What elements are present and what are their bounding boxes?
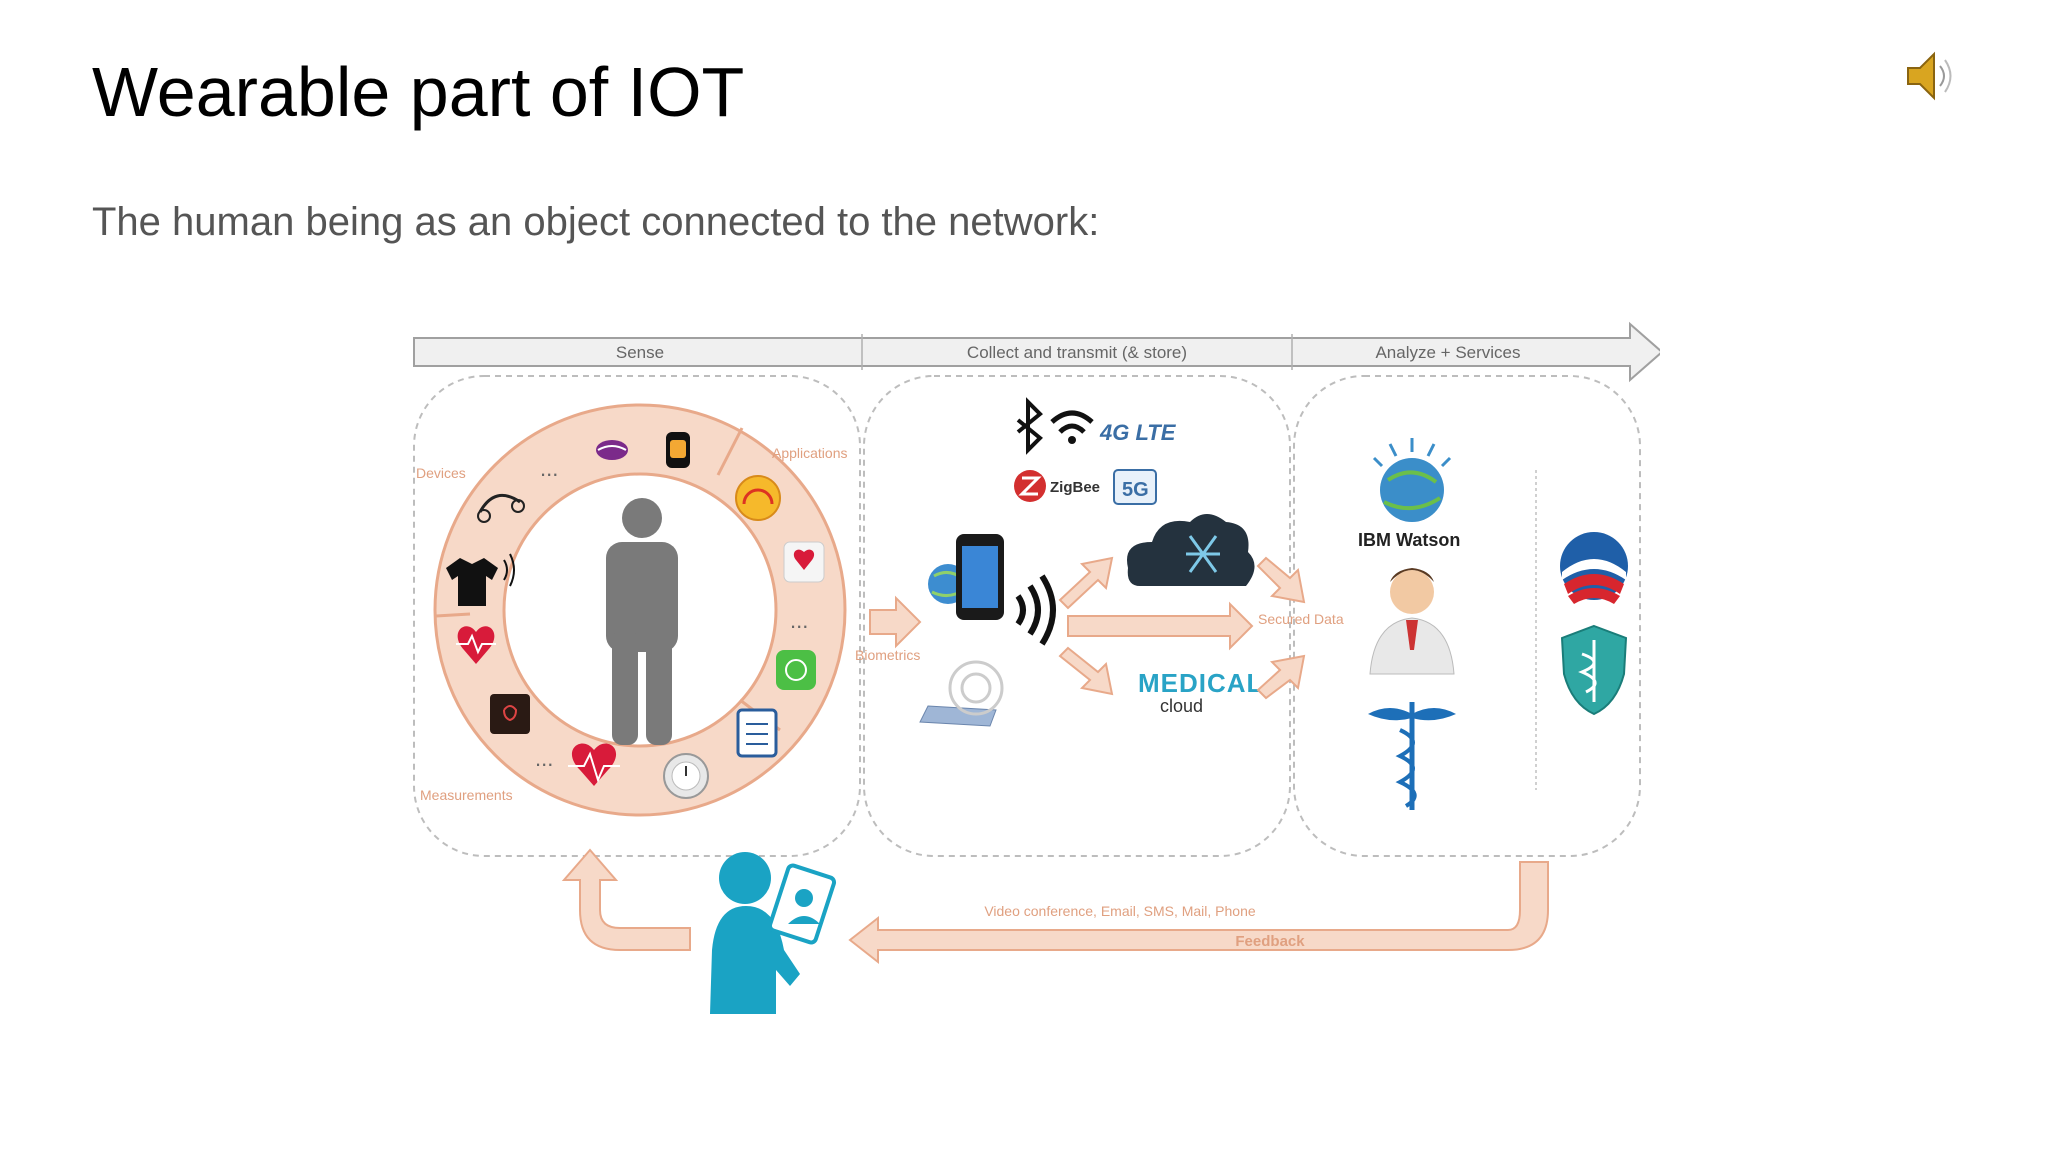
ellipsis-devices: ...: [540, 456, 558, 481]
ellipsis-apps: ...: [790, 608, 808, 633]
header-arrow-bar: Sense Collect and transmit (& store) Ana…: [413, 321, 1660, 383]
cloud-icon: [1127, 514, 1255, 586]
sense-panel: [413, 375, 861, 857]
speaker-icon[interactable]: [1900, 44, 1964, 108]
smartphone-icon: [956, 534, 1004, 620]
checklist-icon: [736, 708, 778, 758]
secured-data-label: Secured Data: [1258, 611, 1344, 627]
headphones-icon: [477, 493, 525, 523]
watson-label: IBM Watson: [1358, 530, 1460, 550]
caduceus-icon: [1368, 702, 1456, 810]
collect-panel: [863, 375, 1291, 857]
lips-icon: [596, 440, 628, 460]
slide-subtitle: The human being as an object connected t…: [92, 200, 1100, 244]
human-figure-icon: [606, 498, 678, 745]
tshirt-icon: [446, 553, 515, 606]
gauge-icon: [735, 475, 781, 521]
applications-label: Applications: [772, 445, 848, 461]
feedback-label: Feedback: [1235, 933, 1305, 950]
patient-tablet-icon: [710, 852, 837, 1014]
medical-label: MEDICAL: [1138, 668, 1263, 698]
arrow-center: [1067, 601, 1254, 651]
heartbeat-icon: [568, 743, 620, 786]
slide-title: Wearable part of IOT: [92, 53, 745, 131]
stopwatch-icon: [663, 753, 709, 799]
biometrics-label: Biometrics: [855, 647, 920, 663]
header-sense-label: Sense: [616, 343, 664, 362]
feedback-arrow: [848, 861, 1549, 965]
return-to-sense-arrow: [561, 848, 691, 951]
heart-app-icon: [783, 541, 825, 583]
arrow-to-cloud: [1058, 556, 1114, 610]
fiveg-badge: [1113, 469, 1157, 505]
arrow-to-analyze-top: [1256, 556, 1306, 604]
health-app-icon: [776, 650, 816, 690]
scale-icon: [490, 694, 530, 734]
bluetooth-icon: [1016, 397, 1043, 455]
arrow-to-analyze-bottom: [1256, 654, 1306, 700]
router-icon: [919, 660, 1004, 727]
feedback-channels-label: Video conference, Email, SMS, Mail, Phon…: [984, 903, 1256, 919]
ellipsis-measure: ...: [535, 746, 553, 771]
devices-label: Devices: [416, 465, 466, 481]
arrow-to-medical: [1058, 646, 1114, 696]
doctor-icon: [1369, 568, 1455, 675]
analyze-panel: [1293, 375, 1641, 857]
zigbee-label: ZigBee: [1050, 479, 1100, 496]
obama-logo-icon: [1560, 532, 1628, 604]
medical-cloud-label: cloud: [1160, 696, 1203, 716]
watson-globe-icon: [1372, 438, 1452, 522]
wifi-icon: [1050, 410, 1094, 444]
measurements-label: Measurements: [420, 787, 513, 803]
header-collect-label: Collect and transmit (& store): [967, 343, 1187, 362]
shield-icon: [1560, 624, 1628, 716]
iot-diagram: Sense Collect and transmit (& store) Ana…: [413, 321, 1660, 1014]
arrow-biometrics: [869, 595, 922, 649]
header-analyze-label: Analyze + Services: [1375, 343, 1520, 362]
signal-waves-icon: [1015, 574, 1056, 646]
zigbee-icon: [1014, 470, 1046, 502]
fiveg-label: 5G: [1122, 479, 1149, 501]
heart-monitor-icon: [456, 626, 496, 664]
lte-label: 4G LTE: [1099, 420, 1177, 445]
smartwatch-icon: [666, 432, 690, 468]
